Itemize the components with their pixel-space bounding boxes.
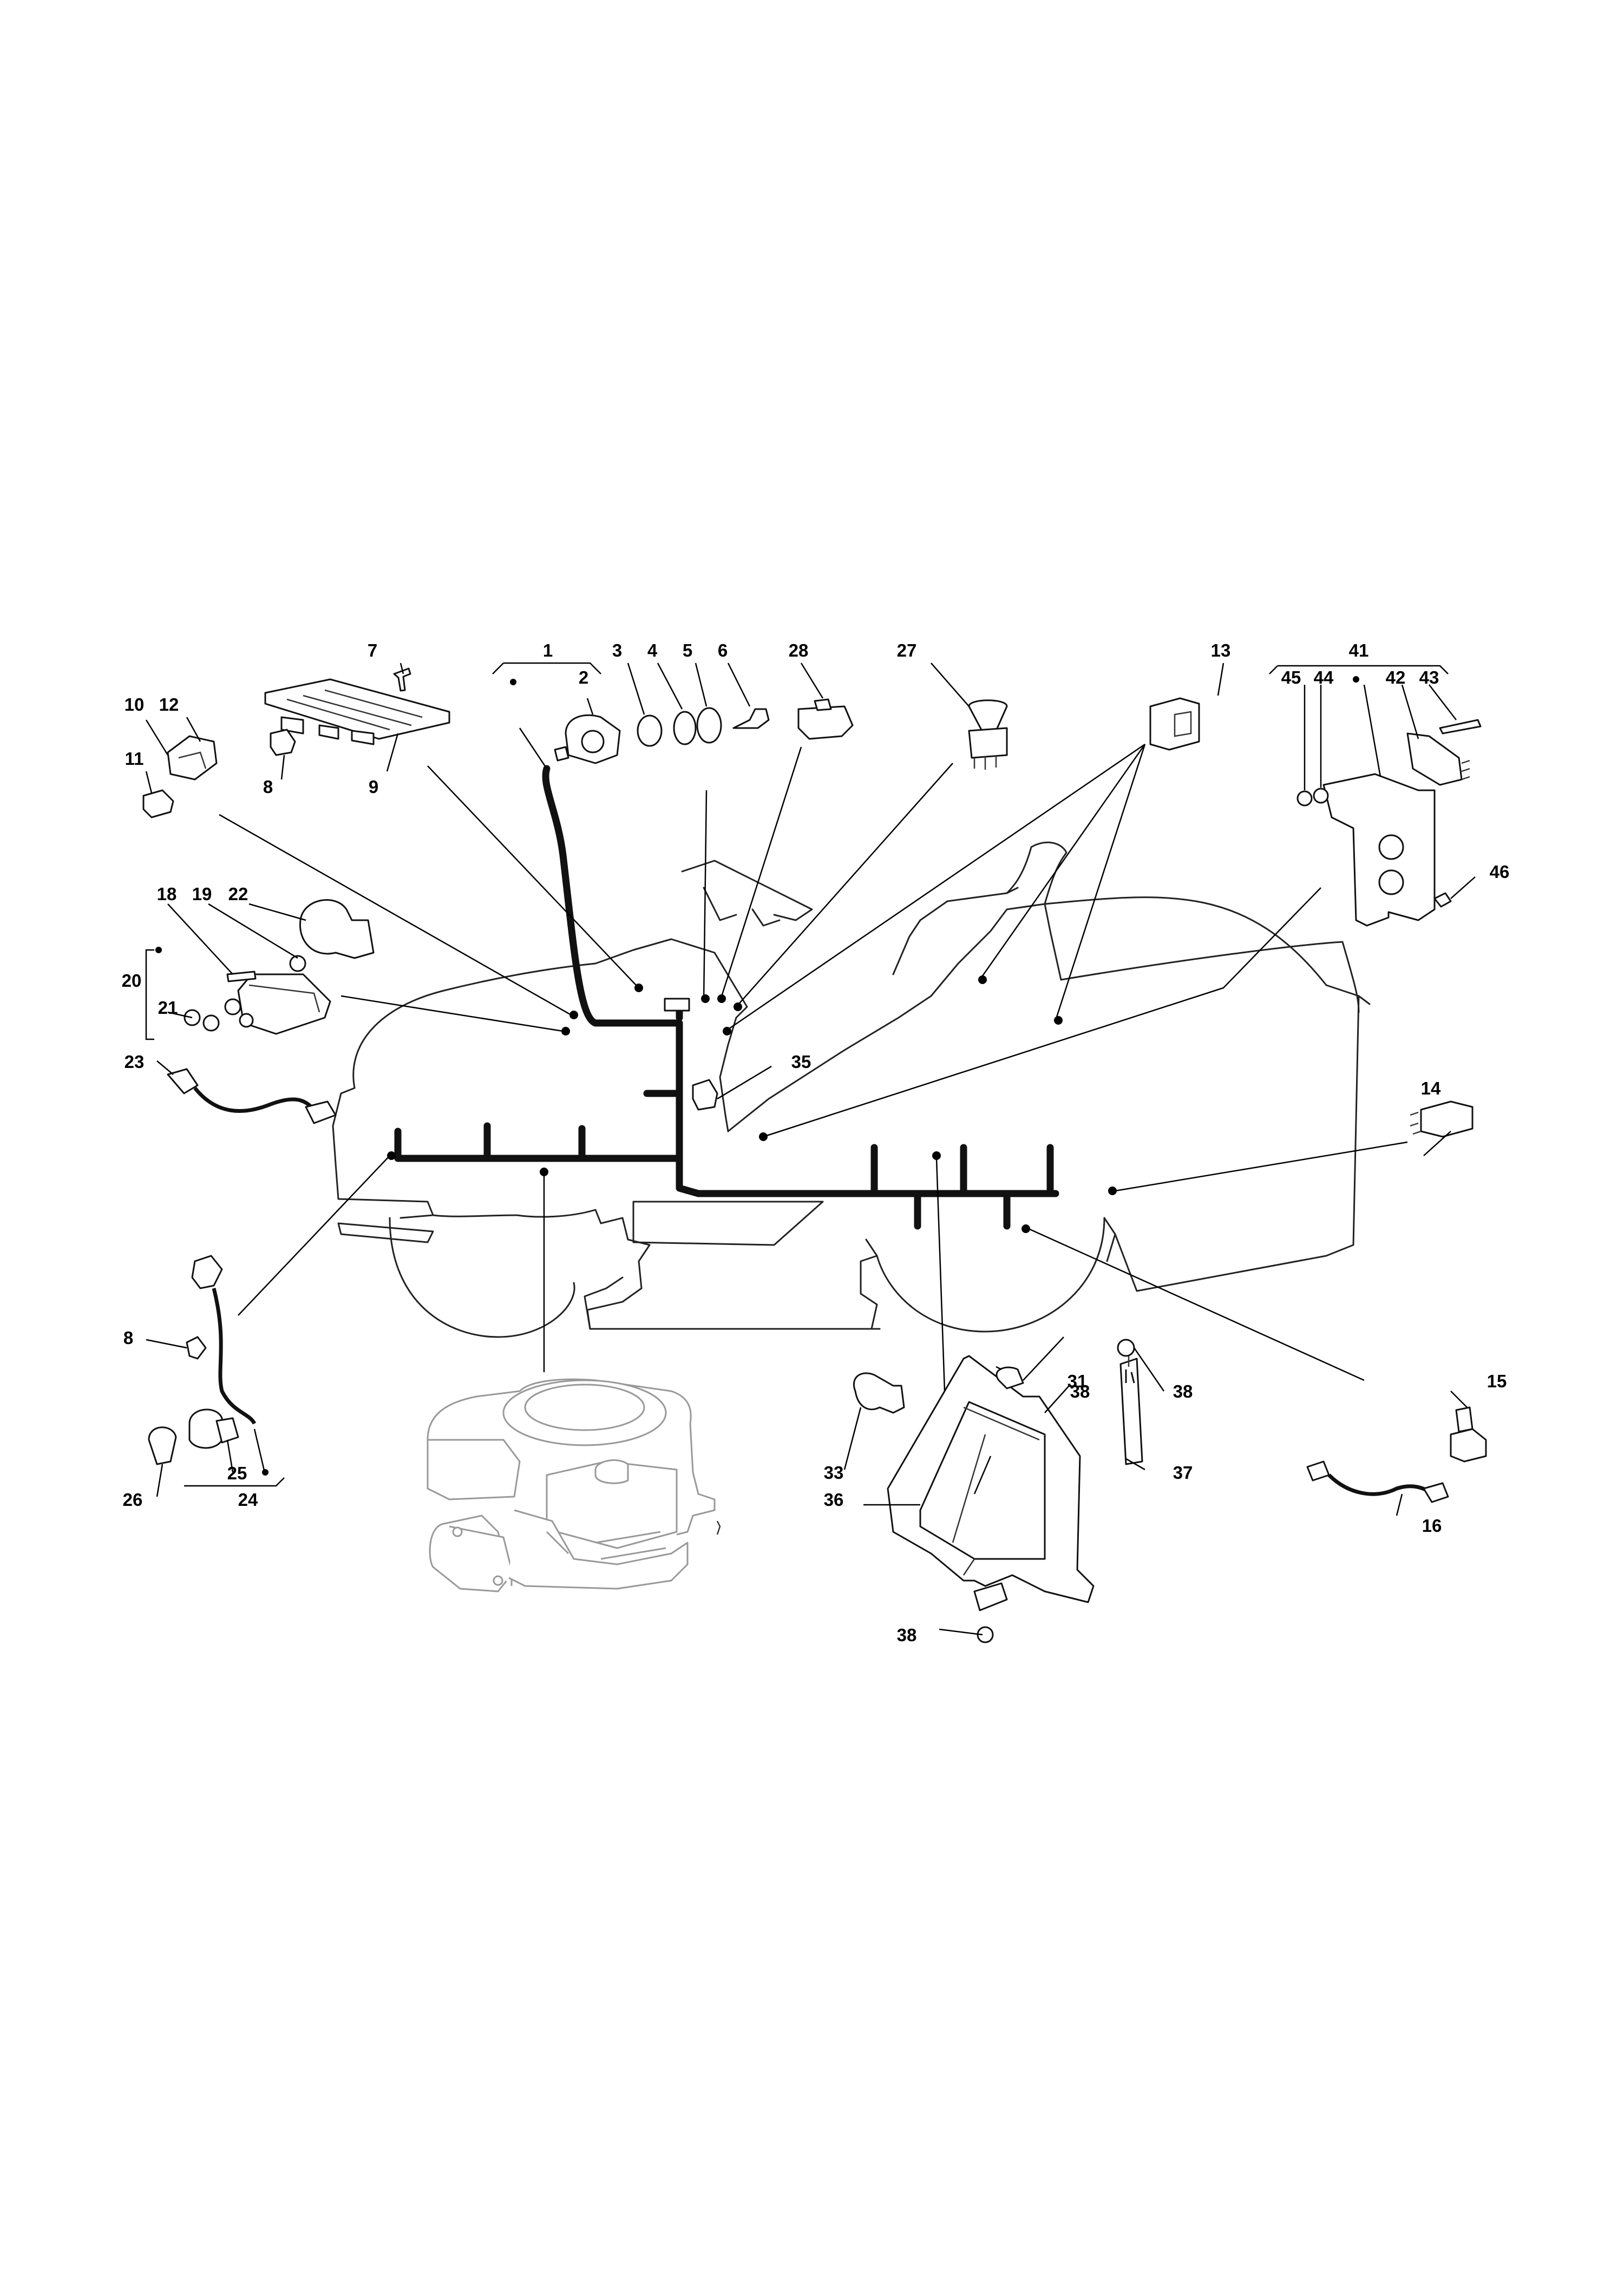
- callout-22: 22: [228, 884, 248, 904]
- switch-28: [797, 705, 854, 740]
- callout-38-right: 38: [1173, 1381, 1193, 1401]
- callout-5: 5: [683, 640, 692, 660]
- callout-2: 2: [579, 667, 588, 687]
- callout-20: 20: [122, 971, 142, 991]
- callout-10: 10: [125, 694, 145, 715]
- leader-dots: [155, 676, 1359, 1476]
- cable-23: [167, 1068, 337, 1124]
- leader-lines: [145, 662, 1476, 1636]
- callout-15: 15: [1487, 1371, 1507, 1391]
- parts: [142, 667, 1487, 1643]
- solenoid-20: [184, 899, 375, 1035]
- ignition-switch-2: [554, 714, 621, 764]
- circuit-board-9: [264, 678, 450, 745]
- callout-7: 7: [368, 640, 377, 660]
- callout-24: 24: [238, 1490, 258, 1510]
- callout-31: 31: [1068, 1371, 1088, 1391]
- clip-35: [692, 1079, 718, 1111]
- light-harness-24: [148, 1255, 257, 1465]
- callout-4: 4: [647, 640, 658, 660]
- callout-1: 1: [543, 640, 553, 660]
- key-6: [732, 708, 770, 729]
- relay-10-12: [142, 735, 218, 818]
- callout-46: 46: [1490, 862, 1510, 882]
- tractor-body-outline: [332, 841, 1371, 1338]
- callout-33: 33: [824, 1463, 844, 1483]
- callout-25: 25: [227, 1463, 247, 1483]
- bracket-41: [1296, 719, 1482, 927]
- callout-42: 42: [1386, 667, 1406, 687]
- callout-43: 43: [1419, 667, 1439, 687]
- callout-9: 9: [369, 777, 378, 797]
- battery-tray-36: [887, 1339, 1143, 1643]
- knob-27: [968, 699, 1008, 770]
- callout-19: 19: [192, 884, 212, 904]
- callout-8: 8: [263, 777, 273, 797]
- callout-labels: 1 2 3 4 5 6 7 8 9 10 11 12 13 14 15 16 1…: [122, 640, 1510, 1645]
- callout-38-bottom: 38: [897, 1625, 917, 1645]
- sensor-15: [1450, 1406, 1487, 1463]
- washer-5: [696, 707, 722, 744]
- callout-6: 6: [718, 640, 728, 660]
- callout-18: 18: [157, 884, 177, 904]
- callout-35: 35: [791, 1052, 811, 1072]
- callout-28: 28: [789, 640, 809, 660]
- callout-23: 23: [125, 1052, 145, 1072]
- callout-16: 16: [1422, 1516, 1442, 1536]
- nut-3: [637, 715, 663, 747]
- callout-44: 44: [1314, 667, 1334, 687]
- callout-45: 45: [1281, 667, 1301, 687]
- callout-27: 27: [897, 640, 917, 660]
- callout-37: 37: [1173, 1463, 1193, 1483]
- wiring-harness: [394, 765, 1059, 1230]
- callout-26: 26: [123, 1490, 143, 1510]
- screw-7: [393, 667, 411, 692]
- cable-16: [1306, 1460, 1449, 1503]
- engine-outline: [427, 1378, 721, 1592]
- washer-4: [673, 711, 697, 745]
- callout-8-lower: 8: [123, 1328, 133, 1348]
- callout-12: 12: [159, 694, 179, 715]
- switch-14: [1420, 1100, 1474, 1138]
- callout-14: 14: [1421, 1078, 1441, 1098]
- clip-8: [270, 729, 296, 756]
- callout-13: 13: [1211, 640, 1231, 660]
- callout-3: 3: [612, 640, 622, 660]
- callout-11: 11: [125, 749, 144, 769]
- boot-33: [853, 1372, 905, 1414]
- callout-21: 21: [158, 998, 178, 1018]
- callout-41: 41: [1349, 640, 1369, 660]
- callout-38-top: 38: [1070, 1381, 1090, 1401]
- callout-36: 36: [824, 1490, 844, 1510]
